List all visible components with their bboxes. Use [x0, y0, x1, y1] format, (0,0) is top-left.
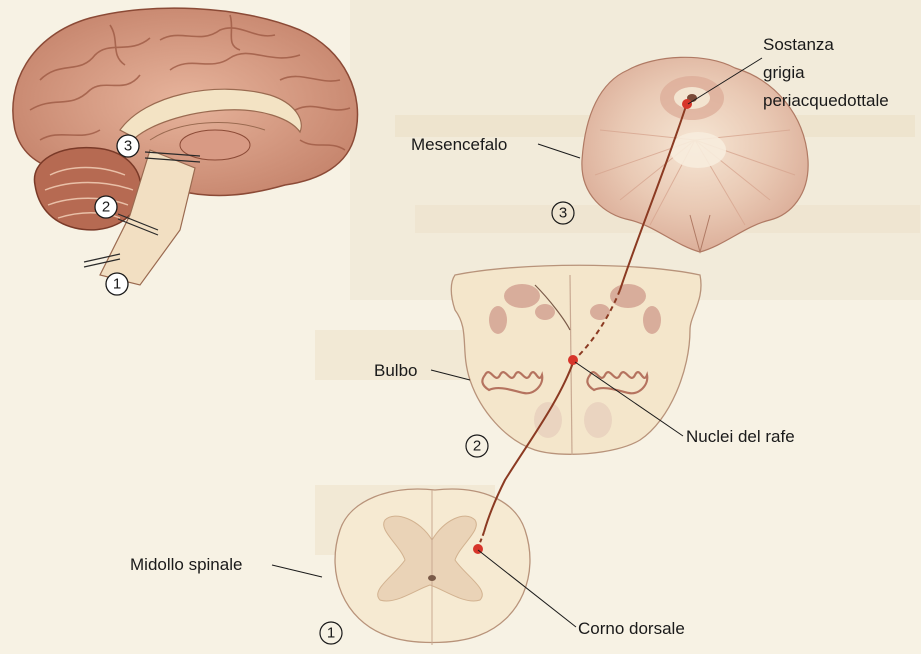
brain-marker-1: 1 — [106, 273, 128, 295]
label-midollo-spinale: Midollo spinale — [130, 555, 242, 574]
medulla-marker: 2 — [466, 435, 488, 457]
svg-text:1: 1 — [113, 276, 121, 293]
label-nuclei-del-rafe: Nuclei del rafe — [686, 427, 795, 446]
spinal-cord-section — [335, 489, 530, 645]
brain-sagittal-illustration — [13, 8, 358, 285]
label-mesencefalo: Mesencefalo — [411, 135, 507, 154]
brain-marker-3: 3 — [117, 135, 139, 157]
spinal-cord-marker: 1 — [320, 622, 342, 644]
svg-text:2: 2 — [473, 438, 481, 455]
label-corno-dorsale: Corno dorsale — [578, 619, 685, 638]
label-sostanza-3: periacquedottale — [763, 91, 889, 110]
label-sostanza-1: Sostanza — [763, 35, 834, 54]
svg-text:3: 3 — [559, 205, 567, 222]
brain-marker-2: 2 — [95, 196, 117, 218]
label-bulbo: Bulbo — [374, 361, 417, 380]
svg-text:1: 1 — [327, 625, 335, 642]
svg-text:2: 2 — [102, 199, 110, 216]
periaqueductal-neuron — [682, 99, 692, 109]
svg-text:3: 3 — [124, 138, 132, 155]
label-sostanza-2: grigia — [763, 63, 805, 82]
